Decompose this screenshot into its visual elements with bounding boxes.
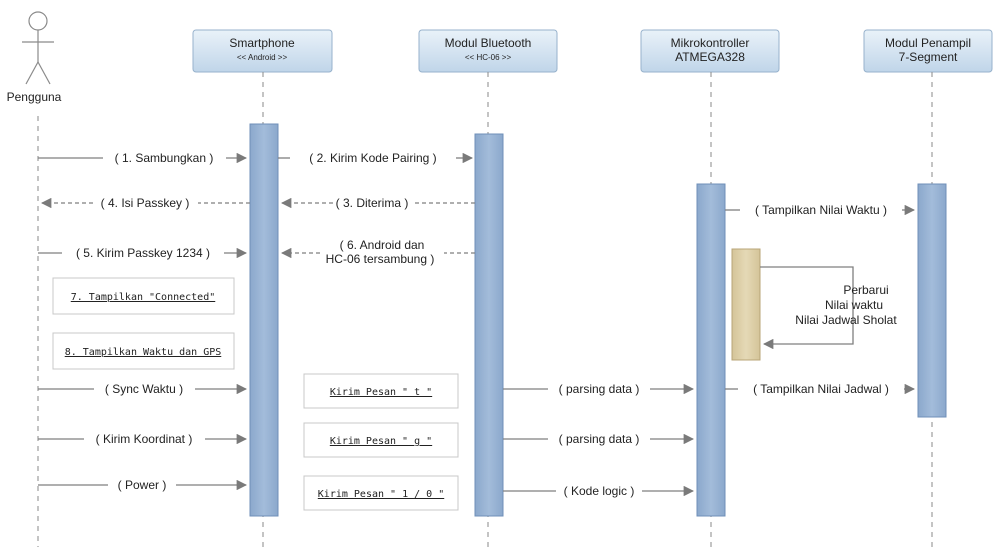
msg-jadwal-label: ( Tampilkan Nilai Jadwal ) (753, 382, 889, 396)
activation-penampil (917, 183, 947, 418)
actor-label: Pengguna (7, 90, 62, 104)
msg6-label-line1: ( 6. Android dan (340, 238, 425, 252)
participant-subtitle: ATMEGA328 (675, 50, 745, 64)
self-activation-mikrokontroller (731, 248, 761, 361)
participant-stereotype: << HC-06 >> (465, 53, 512, 62)
participant-title: Mikrokontroller (671, 36, 750, 50)
msg-self-perbarui (760, 266, 854, 350)
self-msg-label-line3: Nilai Jadwal Sholat (795, 313, 897, 327)
activation-mikrokontroller (696, 183, 726, 517)
participant-title: Smartphone (229, 36, 295, 50)
msg-waktu-label: ( Tampilkan Nilai Waktu ) (755, 203, 887, 217)
msg5-label: ( 5. Kirim Passkey 1234 ) (76, 246, 210, 260)
participant-subtitle: 7-Segment (899, 50, 958, 64)
note-waktu-gps: 8. Tampilkan Waktu dan GPS (52, 332, 235, 370)
participant-modul-bluetooth: Modul Bluetooth << HC-06 >> (418, 29, 558, 73)
lifelines (37, 72, 933, 547)
note-connected-text: 7. Tampilkan "Connected" (71, 292, 216, 303)
participant-title: Modul Bluetooth (445, 36, 532, 50)
msg-koord-label: ( Kirim Koordinat ) (96, 432, 193, 446)
stick-figure-icon (22, 11, 54, 85)
note-pesan-g-text: Kirim Pesan " g " (330, 436, 432, 447)
participant-modul-penampil: Modul Penampil 7-Segment (863, 29, 993, 73)
msg2-label: ( 2. Kirim Kode Pairing ) (309, 151, 436, 165)
participant-title: Modul Penampil (885, 36, 971, 50)
msg-logic-label: ( Kode logic ) (564, 484, 635, 498)
msg4-label: ( 4. Isi Passkey ) (101, 196, 190, 210)
actor-pengguna: Pengguna (7, 11, 62, 104)
note-pesan-t: Kirim Pesan " t " (303, 373, 459, 409)
msg1-label: ( 1. Sambungkan ) (115, 151, 214, 165)
activation-smartphone (249, 123, 279, 517)
participant-smartphone: Smartphone << Android >> (192, 29, 333, 73)
note-waktu-gps-text: 8. Tampilkan Waktu dan GPS (65, 347, 222, 358)
self-msg-label-line1: Perbarui (843, 283, 888, 297)
note-pesan-g: Kirim Pesan " g " (303, 422, 459, 458)
note-connected: 7. Tampilkan "Connected" (52, 277, 235, 315)
msg-parse1-label: ( parsing data ) (559, 382, 640, 396)
msg-sync-label: ( Sync Waktu ) (105, 382, 183, 396)
activation-bluetooth (474, 133, 504, 517)
msg-parse2-label: ( parsing data ) (559, 432, 640, 446)
note-pesan-10-text: Kirim Pesan " 1 / 0 " (318, 489, 444, 500)
participant-stereotype: << Android >> (237, 53, 288, 62)
self-msg-label-line2: Nilai waktu (825, 298, 883, 312)
participant-mikrokontroller: Mikrokontroller ATMEGA328 (640, 29, 780, 73)
note-pesan-t-text: Kirim Pesan " t " (330, 387, 432, 398)
msg-power-label: ( Power ) (118, 478, 167, 492)
note-pesan-10: Kirim Pesan " 1 / 0 " (303, 475, 459, 511)
msg3-label: ( 3. Diterima ) (336, 196, 409, 210)
msg6-label-line2: HC-06 tersambung ) (326, 252, 435, 266)
